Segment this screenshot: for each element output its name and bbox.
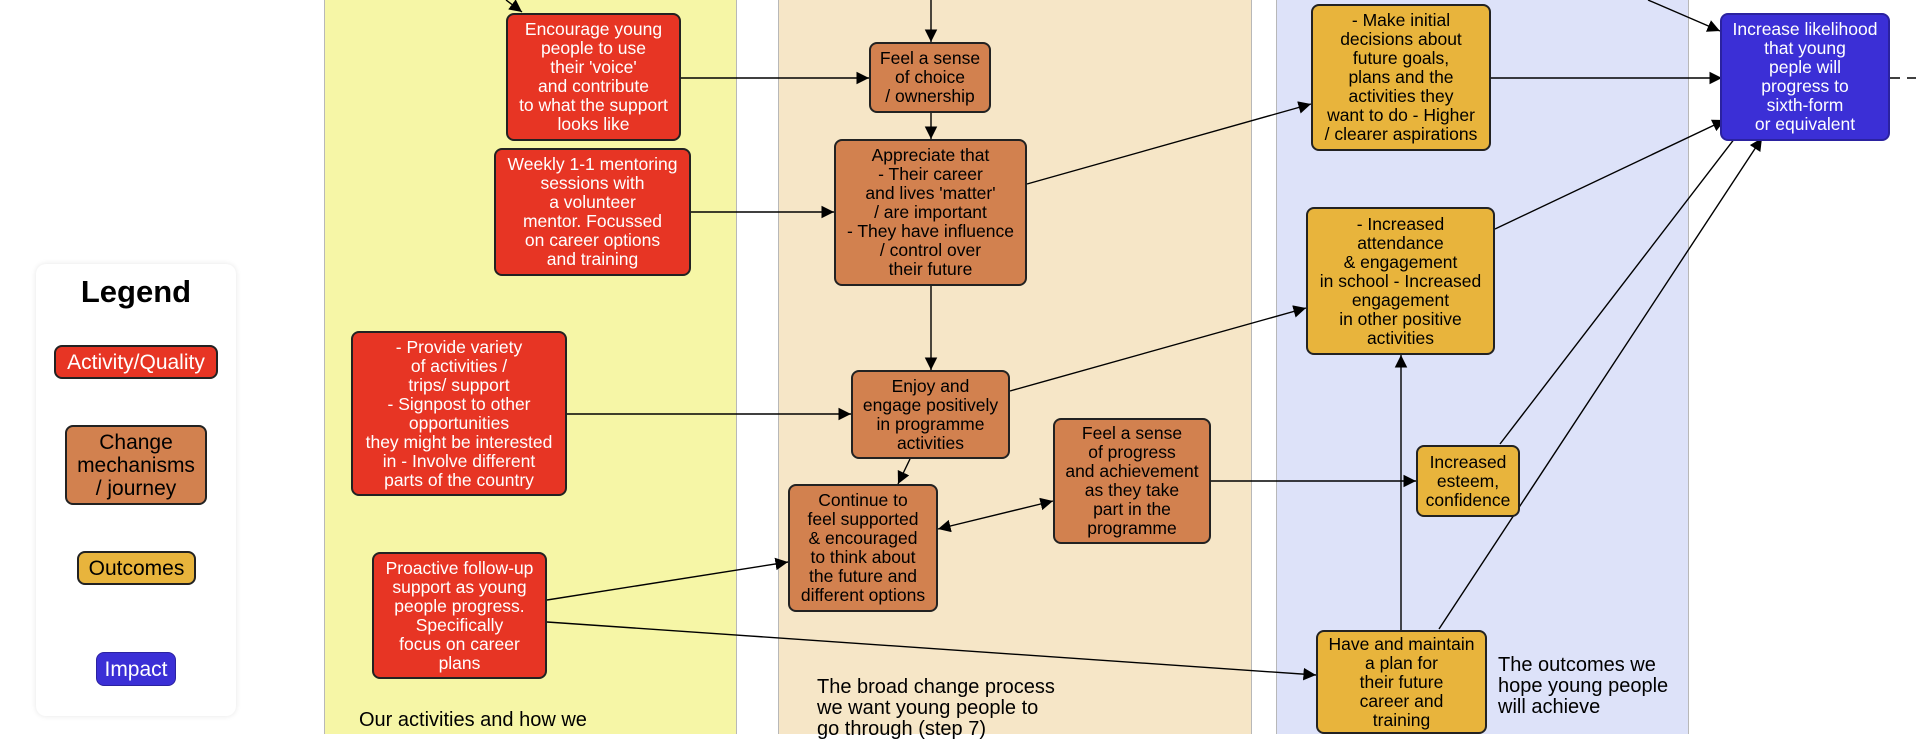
activity-proactive-followup[interactable]: Proactive follow-up support as young peo…	[372, 552, 547, 679]
edge-enjoy-to-attendance	[1009, 305, 1307, 392]
outcome-increased-attendance[interactable]: - Increased attendance & engagement in s…	[1306, 207, 1495, 355]
edge-enjoy-to-supported	[897, 458, 911, 485]
change-feel-supported[interactable]: Continue to feel supported & encouraged …	[788, 484, 938, 612]
edge-followup-to-plan	[546, 621, 1317, 681]
outcome-plan-future[interactable]: Have and maintain a plan for their futur…	[1316, 630, 1487, 734]
activities-lane-caption: Our activities and how we	[359, 709, 587, 731]
legend-panel: Legend Activity/Quality Change mechanism…	[36, 264, 236, 716]
activity-variety-signpost[interactable]: - Provide variety of activities / trips/…	[351, 331, 567, 496]
edge-top-to-impact	[1647, 0, 1721, 32]
outcome-initial-decisions[interactable]: - Make initial decisions about future go…	[1311, 4, 1491, 151]
impact-sixth-form[interactable]: Increase likelihood that young peple wil…	[1720, 13, 1890, 141]
activity-encourage-voice[interactable]: Encourage young people to use their 'voi…	[506, 13, 681, 141]
legend-outcomes: Outcomes	[77, 551, 196, 585]
edge-attendance-to-impact	[1494, 119, 1726, 230]
change-sense-of-progress[interactable]: Feel a sense of progress and achievement…	[1053, 418, 1211, 544]
edge-followup-to-supported	[546, 557, 789, 601]
activity-weekly-mentoring[interactable]: Weekly 1-1 mentoring sessions with a vol…	[494, 148, 691, 276]
edge-top-to-voice	[505, 0, 523, 13]
edge-esteem-to-impact	[1499, 124, 1746, 445]
legend-title: Legend	[80, 274, 192, 309]
outcomes-lane-caption: The outcomes we hope young people will a…	[1498, 654, 1669, 718]
legend-activity-quality: Activity/Quality	[54, 345, 218, 379]
change-lane-caption: The broad change process we want young p…	[817, 676, 1055, 740]
change-enjoy-engage[interactable]: Enjoy and engage positively in programme…	[851, 370, 1010, 459]
outcome-esteem-confidence[interactable]: Increased esteem, confidence	[1416, 445, 1520, 517]
edge-plan-to-impact	[1438, 137, 1763, 630]
legend-impact: Impact	[96, 652, 176, 686]
change-appreciate-matter[interactable]: Appreciate that - Their career and lives…	[834, 139, 1027, 286]
edge-appreciate-to-decisions	[1026, 101, 1312, 185]
edge-supported-progress	[937, 497, 1054, 533]
legend-change-mechanisms: Change mechanisms / journey	[65, 425, 207, 505]
change-sense-of-choice[interactable]: Feel a sense of choice / ownership	[869, 42, 991, 113]
